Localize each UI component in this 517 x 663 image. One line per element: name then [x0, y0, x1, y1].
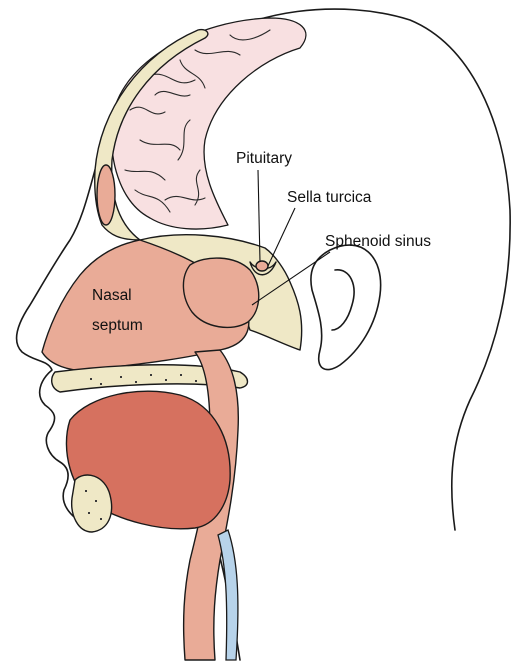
label-pituitary: Pituitary — [236, 150, 292, 167]
label-sella-turcica: Sella turcica — [287, 189, 372, 206]
leader-sella-turcica — [268, 208, 295, 266]
ear — [311, 245, 381, 370]
brain-shape — [111, 18, 305, 229]
label-nasal-septum-line2: septum — [92, 317, 143, 334]
frontal-sinus — [97, 165, 115, 225]
label-nasal-septum-line1: Nasal — [92, 287, 132, 304]
pituitary-gland — [256, 261, 268, 271]
label-sphenoid-sinus: Sphenoid sinus — [325, 233, 431, 250]
brain — [111, 18, 305, 229]
blood-vessel — [218, 530, 238, 660]
